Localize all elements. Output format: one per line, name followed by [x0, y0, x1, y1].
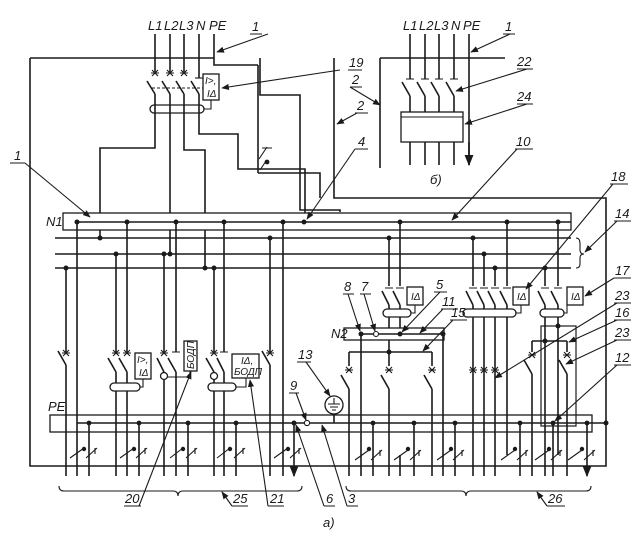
- callout-2a: 2: [351, 72, 360, 87]
- relay-label-overcurrent: I>,: [205, 76, 216, 87]
- rcd-label-17: IΔ: [571, 292, 581, 303]
- callout-7: 7: [361, 279, 369, 294]
- callout-26: 26: [547, 491, 563, 506]
- callout-22: 22: [516, 54, 532, 69]
- relay-label-residual: IΔ: [207, 89, 217, 100]
- main-input-switch-19: I>, IΔ: [99, 34, 306, 268]
- callout-25: 25: [232, 491, 248, 506]
- rcd-bodp-label-2: БОДП: [234, 367, 263, 378]
- callout-1b: 1: [14, 148, 21, 163]
- callout-1c: 1: [505, 19, 512, 34]
- input-label-l2: L2: [164, 18, 179, 33]
- callout-12: 12: [615, 350, 630, 365]
- inset-label-pe: PE: [463, 18, 481, 33]
- rcd-2pole-group: IΔ: [523, 222, 584, 455]
- relay-label-overcurrent-2: I>,: [137, 355, 148, 366]
- bodp-box: [183, 340, 198, 372]
- callout-18: 18: [611, 169, 626, 184]
- current-transformer-toroid: [149, 104, 205, 114]
- callout-16: 16: [615, 305, 630, 320]
- brace-25: [58, 485, 303, 497]
- input-label-l3: L3: [179, 18, 194, 33]
- callout-6: 6: [326, 491, 334, 506]
- input-label-l1: L1: [148, 18, 162, 33]
- callout-15: 15: [451, 305, 466, 320]
- brace-26: [345, 485, 592, 497]
- callout-24: 24: [516, 89, 531, 104]
- callout-17: 17: [615, 263, 630, 278]
- right-output-arrows: [345, 455, 592, 497]
- callouts: 1 1 1 19 2 2 4 22 24 10: [10, 19, 631, 507]
- breaker-x-marks: [151, 69, 203, 79]
- inset-label-l3: L3: [434, 18, 449, 33]
- phase-busbars: [55, 237, 585, 269]
- pe-incoming-path: [257, 65, 321, 198]
- left-output-arrows: [58, 455, 303, 497]
- earth-electrode-13: [324, 395, 344, 423]
- callout-3: 3: [348, 491, 356, 506]
- callout-1a: 1: [252, 19, 259, 34]
- relay-label-residual-2: IΔ: [139, 368, 149, 379]
- main-input-labels: L1 L2 L3 N PE: [148, 18, 227, 33]
- rcd-n2-group: IΔ N2: [331, 222, 446, 455]
- inset-panel-b: L1 L2 L3 N PE б): [379, 18, 505, 187]
- callout-2b: 2: [356, 98, 365, 113]
- callout-5: 5: [436, 277, 444, 292]
- callout-23a: 23: [614, 288, 630, 303]
- rcd-label-18: IΔ: [517, 292, 527, 303]
- left-outgoing-circuits: I>, IΔ БОДП IΔ, БОДП: [57, 222, 284, 455]
- bodp-label: БОДП: [186, 340, 197, 369]
- inset-label-l1: L1: [403, 18, 417, 33]
- input-label-pe: PE: [209, 18, 227, 33]
- inset-label-l2: L2: [419, 18, 434, 33]
- callout-11: 11: [442, 294, 456, 309]
- callout-20: 20: [124, 491, 140, 506]
- callout-21: 21: [269, 491, 284, 506]
- callout-4: 4: [358, 134, 365, 149]
- input-label-n: N: [196, 18, 206, 33]
- rcd-bodp-label-1: IΔ,: [241, 356, 253, 367]
- bus-label-n2: N2: [331, 326, 348, 341]
- callout-14: 14: [615, 206, 629, 221]
- socket-symbols: [69, 446, 596, 461]
- inset-label-n: N: [451, 18, 461, 33]
- pe-drops: [69, 423, 596, 461]
- neutral-bus-n1: N1: [46, 212, 572, 231]
- rcd-4pole-group: IΔ: [462, 222, 530, 455]
- rcd-label-n2: IΔ: [411, 292, 421, 303]
- callout-8: 8: [344, 279, 352, 294]
- callout-10: 10: [516, 134, 531, 149]
- callout-9: 9: [290, 378, 297, 393]
- bus-label-pe: PE: [48, 399, 66, 414]
- caption-inset: б): [430, 172, 442, 187]
- callout-19: 19: [349, 55, 363, 70]
- callout-23b: 23: [614, 325, 630, 340]
- bus-label-n1: N1: [46, 214, 63, 229]
- caption-main: а): [323, 515, 335, 530]
- callout-13: 13: [298, 347, 313, 362]
